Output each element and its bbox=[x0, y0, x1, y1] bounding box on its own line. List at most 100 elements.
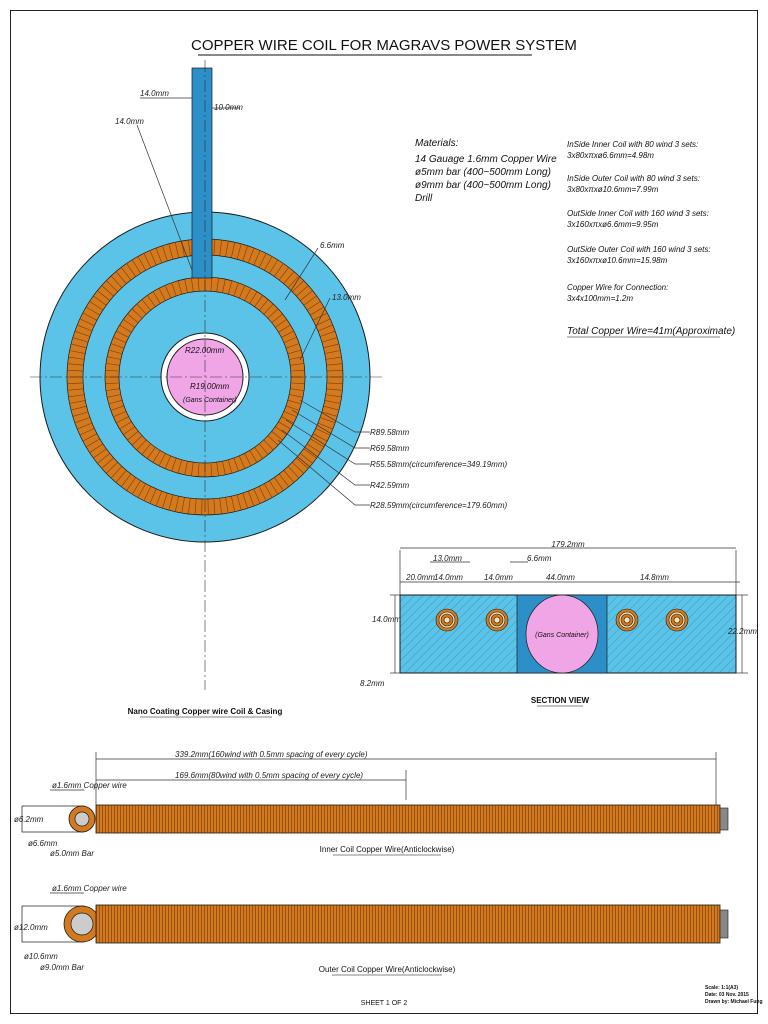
coil-winding bbox=[283, 410, 297, 418]
coil-winding bbox=[321, 337, 338, 343]
coil-winding bbox=[326, 388, 343, 391]
spec-1-label: InSide Inner Coil with 80 wind 3 sets: bbox=[567, 140, 698, 149]
sheet-border bbox=[10, 10, 758, 1014]
coil-winding bbox=[155, 490, 163, 507]
coil-winding bbox=[149, 250, 157, 266]
coil-winding bbox=[278, 421, 291, 430]
coil-winding bbox=[197, 462, 200, 477]
coil-winding bbox=[74, 330, 91, 337]
coil-winding bbox=[326, 370, 343, 372]
coil-winding bbox=[120, 267, 132, 281]
coil-winding bbox=[271, 431, 283, 441]
coil-winding bbox=[306, 443, 321, 453]
coil-winding bbox=[158, 453, 166, 466]
coil-winding bbox=[155, 247, 163, 264]
coil-winding bbox=[290, 382, 305, 385]
coil-winding bbox=[105, 369, 120, 372]
coil-winding bbox=[72, 337, 89, 343]
coil-winding bbox=[171, 457, 177, 472]
coil-winding bbox=[188, 239, 191, 256]
coil-winding bbox=[127, 431, 139, 441]
section-coils bbox=[435, 608, 689, 632]
coil-winding bbox=[110, 275, 123, 288]
coil-winding bbox=[93, 448, 107, 459]
coil-winding bbox=[281, 416, 294, 424]
radius-leader bbox=[281, 429, 370, 486]
spec-2-label: InSide Outer Coil with 80 wind 3 sets: bbox=[567, 174, 700, 183]
coil-winding bbox=[274, 263, 284, 277]
coil-winding bbox=[285, 343, 300, 349]
coil-winding bbox=[164, 455, 172, 469]
coil-winding bbox=[225, 497, 229, 514]
spec-5-label: Copper Wire for Connection: bbox=[567, 283, 668, 292]
coil-winding bbox=[147, 447, 156, 459]
coil-winding bbox=[152, 291, 161, 304]
coil-winding bbox=[323, 405, 340, 411]
coil-winding bbox=[67, 382, 84, 384]
coil-winding bbox=[70, 343, 87, 349]
coil-winding bbox=[321, 411, 338, 417]
materials-block: Materials: 14 Gauage 1.6mm Copper Wire ø… bbox=[415, 138, 557, 204]
coil-winding bbox=[113, 336, 127, 344]
inner-dia-1: ø6.2mm bbox=[14, 815, 44, 824]
coil-winding bbox=[219, 498, 222, 515]
coil-winding bbox=[222, 279, 226, 293]
coil-winding bbox=[191, 462, 194, 477]
coil-winding bbox=[106, 462, 118, 474]
coil-winding bbox=[77, 422, 93, 430]
section-gans-label: (Gans Container) bbox=[535, 632, 589, 639]
coil-winding bbox=[326, 363, 343, 366]
coil-specs: InSide Inner Coil with 80 wind 3 sets: 3… bbox=[567, 140, 735, 338]
coil-winding bbox=[77, 324, 93, 332]
coil-winding bbox=[303, 295, 317, 306]
section-height-14: 14.0mm bbox=[372, 615, 401, 624]
coil-winding bbox=[244, 453, 252, 466]
coil-winding bbox=[290, 369, 305, 372]
outer-dia-1: ø12.0mm bbox=[14, 923, 48, 932]
coil-winding bbox=[275, 319, 287, 328]
coil-winding bbox=[131, 435, 143, 446]
material-3: ø9mm bar (400~500mm Long) bbox=[415, 180, 551, 191]
coil-winding bbox=[264, 483, 273, 498]
coil-winding bbox=[325, 394, 342, 398]
section-height-8-2: 8.2mm bbox=[360, 679, 385, 688]
coil-winding bbox=[325, 356, 342, 360]
radius-leader bbox=[285, 419, 370, 465]
coil-winding bbox=[110, 405, 125, 411]
spec-5-formula: 3x4x100mm=1.2m bbox=[567, 294, 633, 303]
coil-winding bbox=[108, 399, 123, 405]
coil-winding bbox=[131, 480, 141, 495]
coil-winding bbox=[238, 455, 246, 469]
radius-leader bbox=[291, 409, 370, 449]
coil-winding bbox=[306, 301, 321, 311]
spec-4-formula: 3x160xπxø10.6mm=15.98m bbox=[567, 256, 668, 265]
coil-winding bbox=[219, 239, 222, 256]
coil-winding bbox=[107, 356, 121, 360]
coil-winding bbox=[126, 263, 136, 277]
coil-winding bbox=[259, 299, 269, 311]
coil-winding bbox=[287, 399, 302, 405]
label-14mm-a: 14.0mm bbox=[140, 89, 169, 98]
label-6-6mm: 6.6mm bbox=[320, 241, 345, 250]
outer-wire-label: ø1.6mm Copper wire bbox=[52, 884, 127, 893]
coil-winding bbox=[105, 382, 120, 385]
inner-dia-2: ø6.6mm bbox=[28, 839, 58, 848]
coil-winding bbox=[101, 285, 114, 297]
coil-winding bbox=[312, 433, 328, 442]
material-2: ø5mm bar (400~500mm Long) bbox=[415, 167, 551, 178]
coil-winding bbox=[131, 308, 143, 319]
coil-winding bbox=[162, 245, 168, 262]
radius-callout: R69.58mm bbox=[370, 444, 409, 453]
coil-winding bbox=[123, 319, 135, 328]
coil-winding bbox=[287, 466, 300, 479]
coil-winding bbox=[127, 313, 139, 323]
spec-1-formula: 3x80xπxø6.6mm=4.98m bbox=[567, 151, 654, 160]
coil-winding bbox=[143, 486, 152, 501]
section-coil bbox=[443, 616, 451, 624]
coil-winding bbox=[289, 356, 303, 360]
coil-winding bbox=[147, 295, 156, 307]
coil-winding bbox=[290, 363, 305, 366]
date: Date: 03 Nov. 2015 bbox=[705, 992, 749, 998]
coil-winding bbox=[119, 421, 132, 430]
coil-winding bbox=[231, 242, 236, 258]
